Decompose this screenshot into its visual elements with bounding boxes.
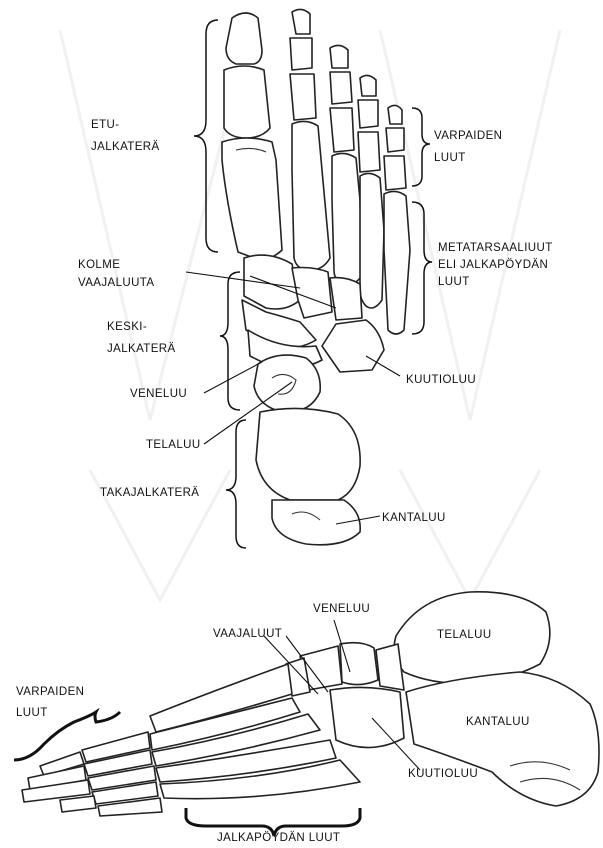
label-etu-1: ETU- — [91, 119, 119, 131]
label-jalkapoydan-side: JALKAPÖYDÄN LUUT — [217, 832, 340, 844]
label-vaajaluut-side: VAAJALUUT — [213, 628, 282, 640]
side-navicular — [340, 643, 378, 685]
label-kantaluu-top: KANTALUU — [382, 512, 446, 524]
label-metatarsaali-3: LUUT — [438, 276, 470, 288]
toe-1-bones — [222, 13, 282, 259]
label-veneluu-top: VENELUU — [130, 388, 187, 400]
toe-3-bones — [330, 45, 362, 285]
label-varpaiden-1: VARPAIDEN — [434, 130, 502, 142]
label-keski-1: KESKI- — [107, 321, 147, 333]
label-varpaiden-2: LUUT — [434, 152, 466, 164]
toe-2-bones — [290, 9, 330, 270]
top-view-foot — [222, 9, 410, 544]
side-cuboid — [330, 687, 404, 747]
label-kantaluu-side: KANTALUU — [466, 716, 530, 728]
label-kuutioluu-side: KUUTIOLUU — [408, 768, 478, 780]
side-calcaneus — [406, 672, 599, 806]
side-view-foot — [22, 592, 599, 816]
label-telaluu-top: TELALUU — [146, 439, 201, 451]
label-telaluu-side: TELALUU — [437, 629, 492, 641]
label-kuutioluu-top: KUUTIOLUU — [406, 374, 476, 386]
calcaneus-bone — [256, 408, 360, 544]
label-metatarsaali-1: METATARSAALIUUT — [438, 242, 553, 254]
label-etu-2: JALKATERÄ — [91, 141, 160, 153]
label-metatarsaali-2: ELI JALKAPÖYDÄN — [438, 259, 548, 271]
talus-bone — [254, 355, 320, 412]
label-kolme-2: VAAJALUUTA — [78, 277, 154, 289]
label-kolme-1: KOLME — [78, 259, 120, 271]
label-varpaiden-side-1: VARPAIDEN — [16, 686, 84, 698]
toe-4-bones — [358, 75, 384, 308]
label-takajalkatera: TAKAJALKATERÄ — [100, 487, 199, 499]
label-varpaiden-side-2: LUUT — [16, 707, 48, 719]
label-veneluu-side: VENELUU — [313, 603, 370, 615]
label-keski-2: JALKATERÄ — [107, 343, 176, 355]
